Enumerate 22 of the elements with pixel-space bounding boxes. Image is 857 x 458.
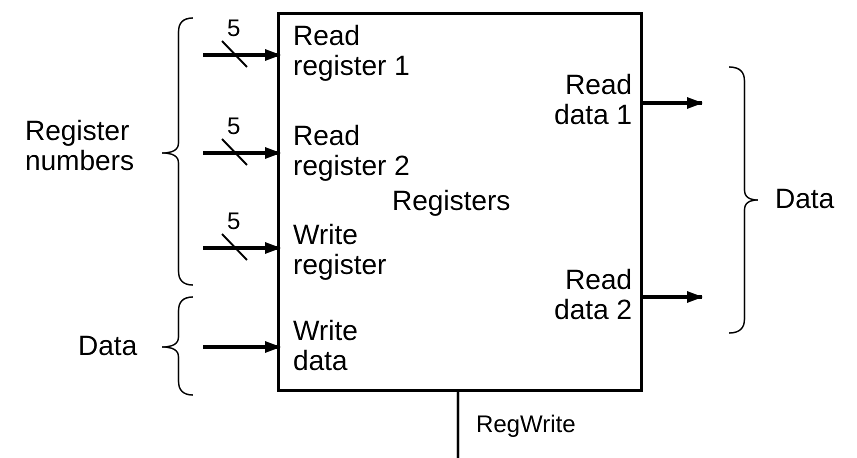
port-label: Write data [280, 316, 420, 376]
port-label: Read register 1 [280, 21, 420, 81]
port-label: Read data 1 [540, 70, 640, 130]
port-label: Read data 2 [540, 265, 640, 325]
edge-label: RegWrite [476, 412, 576, 438]
register-file-box [277, 12, 643, 392]
control-line [456, 392, 460, 458]
arrow [203, 341, 281, 353]
arrow [203, 49, 281, 61]
port-label: Write register [280, 220, 420, 280]
group-label: Data [775, 184, 836, 214]
bus-width-label: 5 [227, 209, 240, 235]
block-title: Registers [392, 186, 510, 216]
arrow [640, 97, 703, 109]
bus-width-label: 5 [227, 16, 240, 42]
bus-width-label: 5 [227, 114, 240, 140]
arrow [203, 242, 281, 254]
port-label: Read register 2 [280, 121, 420, 181]
arrow [203, 147, 281, 159]
arrow [640, 291, 703, 303]
group-label: Data [78, 331, 138, 361]
group-label: Register numbers [25, 116, 135, 176]
